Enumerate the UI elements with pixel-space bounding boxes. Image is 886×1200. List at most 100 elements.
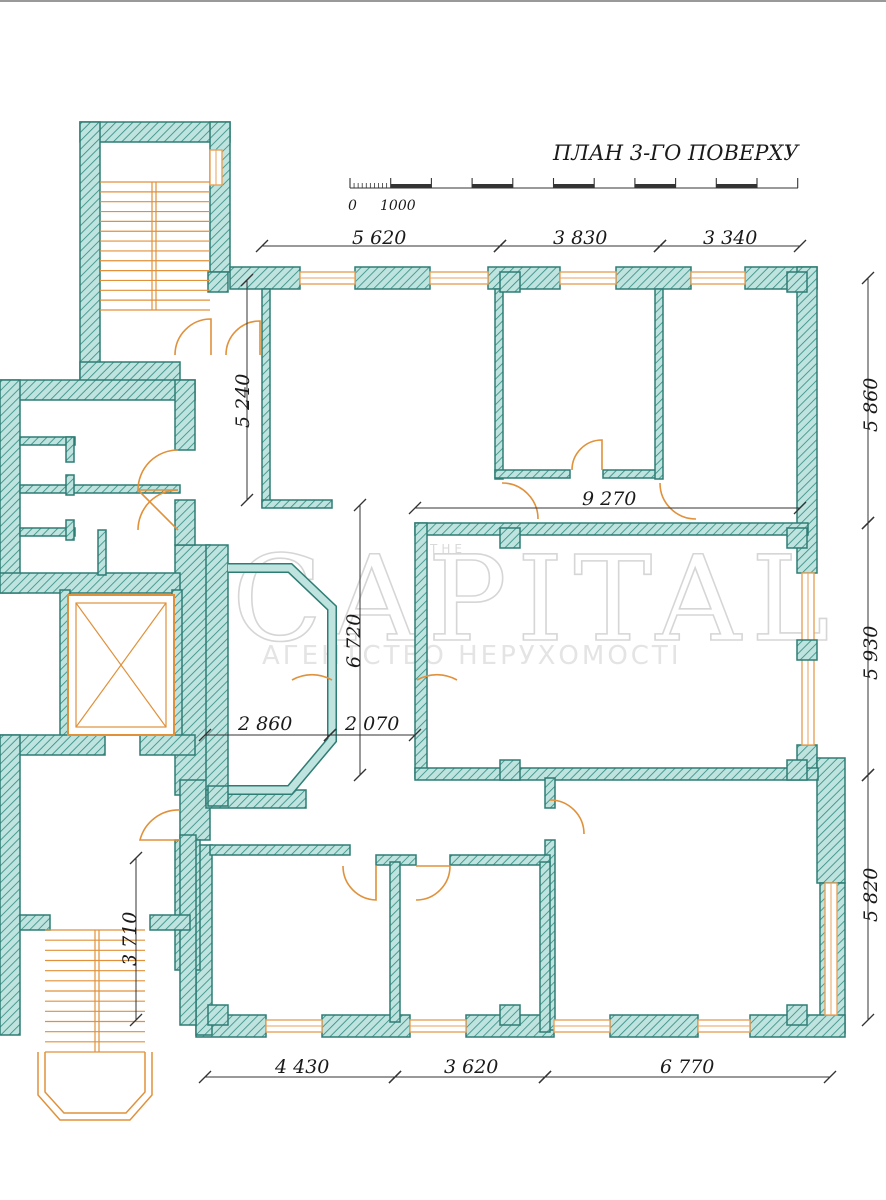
wall-segment	[79, 121, 231, 143]
dimension-tick	[823, 1070, 837, 1084]
wall-segment	[0, 734, 21, 1036]
column	[786, 1004, 808, 1026]
dimension-tick	[793, 501, 807, 515]
wall-segment	[0, 379, 21, 594]
wall-segment	[414, 522, 809, 536]
door-swing	[291, 673, 333, 681]
dim-center-vertical: 6 720	[343, 614, 365, 668]
wall-segment	[65, 436, 75, 463]
door-swing	[137, 449, 179, 491]
wall-segment	[609, 1014, 699, 1038]
dimension-tick	[861, 1013, 875, 1027]
wall-segment	[209, 844, 351, 856]
column	[207, 271, 229, 293]
wall-segment	[354, 266, 431, 290]
dim-right-3: 5 820	[860, 868, 882, 922]
dim-top-1: 5 620	[352, 227, 406, 249]
staircase-bottom	[45, 929, 145, 1053]
wall-segment	[209, 121, 231, 273]
wall-segment	[494, 469, 571, 479]
dimension-tick	[353, 768, 367, 782]
column	[207, 1004, 229, 1026]
dimension-tick	[129, 851, 143, 865]
dimension-tick	[255, 239, 269, 253]
wall-segment	[654, 288, 664, 480]
door-swing	[342, 865, 377, 901]
dimension-lines	[129, 239, 875, 1084]
columns	[207, 271, 818, 1026]
door-swing	[416, 673, 458, 681]
wall-segment	[539, 861, 551, 1033]
dim-left-corridor: 5 240	[232, 374, 254, 428]
dimension-tick	[353, 498, 367, 512]
dimension-tick	[129, 1013, 143, 1027]
column	[499, 759, 521, 781]
wall-segment	[0, 572, 181, 594]
dim-mid-left: 2 860	[237, 713, 292, 735]
door-swing	[659, 482, 697, 520]
scale-bar	[349, 178, 799, 189]
walls	[0, 121, 846, 1038]
dimension-tick	[240, 493, 254, 507]
dimension-tick	[861, 516, 875, 530]
scale-segment	[716, 184, 757, 188]
dim-stair-height: 3 710	[119, 912, 141, 966]
dimension-tick	[240, 273, 254, 287]
dimension-tick	[538, 1070, 552, 1084]
scale-segment	[472, 184, 513, 188]
dimension-tick	[198, 728, 212, 742]
wall-segment	[494, 288, 504, 480]
dimension-tick	[408, 728, 422, 742]
scale-segment	[634, 184, 676, 188]
door-swing	[174, 318, 212, 356]
wall-segment	[97, 529, 107, 576]
wall-segment	[79, 121, 101, 383]
dimension-tick	[388, 1070, 402, 1084]
door-swing	[137, 489, 179, 531]
scale-segment	[390, 184, 432, 188]
scale-label-unit: 1000	[380, 198, 416, 214]
scale-label-start: 0	[348, 198, 357, 214]
dimension-tick	[408, 501, 422, 515]
wall-segment	[261, 499, 333, 509]
dim-top-3: 3 340	[703, 227, 757, 249]
dimension-tick	[861, 271, 875, 285]
dim-right-1: 5 860	[860, 378, 882, 432]
dimension-tick	[493, 239, 507, 253]
wall-segment	[19, 436, 76, 446]
dim-inner-horizontal: 9 270	[582, 488, 636, 510]
wall-segment	[149, 914, 191, 931]
wall-segment	[0, 734, 106, 756]
elevator-shaft	[67, 594, 175, 736]
dimension-tick	[793, 239, 807, 253]
wall-segment	[389, 861, 401, 1023]
wall-segment	[229, 266, 301, 290]
dimension-labels: 5 620 3 830 3 340 4 430 3 620 6 770 9 27…	[119, 227, 882, 1078]
dim-bottom-2: 3 620	[444, 1056, 498, 1078]
wall-segment	[174, 379, 196, 451]
door-swing	[415, 865, 451, 901]
column	[499, 527, 521, 549]
door-swing	[549, 799, 585, 835]
dimension-tick	[653, 239, 667, 253]
wall-segment	[602, 469, 659, 479]
column	[207, 785, 229, 807]
wall-segment	[414, 767, 819, 781]
stair-landing-bay	[37, 1052, 153, 1121]
door-swings	[137, 318, 697, 901]
wall-segment	[0, 379, 196, 401]
wall-segment	[65, 474, 75, 496]
wall-segment	[19, 484, 181, 494]
wall-segment	[19, 527, 76, 537]
dimension-tick	[198, 1070, 212, 1084]
wall-segment	[205, 544, 229, 806]
plan-title: ПЛАН 3-ГО ПОВЕРХУ	[552, 141, 800, 165]
wall-segment	[261, 288, 271, 508]
door-swing	[225, 320, 261, 356]
door-swing	[501, 482, 539, 520]
wall-segment	[79, 361, 181, 383]
wall-segment	[19, 914, 51, 931]
scale-segment	[553, 184, 595, 188]
door-swing	[571, 439, 603, 471]
